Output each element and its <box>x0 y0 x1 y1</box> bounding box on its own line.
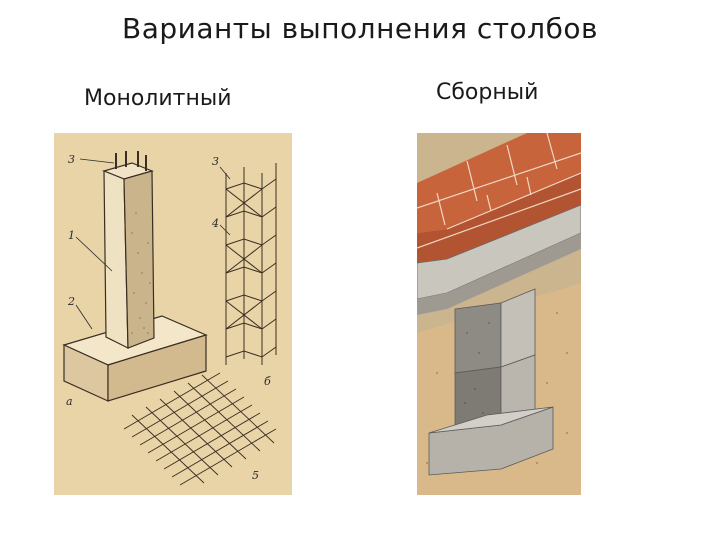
caption-monolithic: Монолитный <box>84 86 232 111</box>
label-1-column: 1 <box>68 229 75 242</box>
label-5-mesh: 5 <box>252 469 259 482</box>
label-b: б <box>264 375 271 388</box>
drawing-background <box>54 133 292 495</box>
ground-texture <box>426 312 568 464</box>
callout-lines <box>75 158 231 330</box>
monolithic-drawing: 3 1 2 а 3 4 б 5 <box>54 133 292 495</box>
label-3-rebar: 3 <box>68 153 75 166</box>
grade-beam <box>417 204 581 315</box>
label-3-cage: 3 <box>212 155 219 168</box>
slide-title: Варианты выполнения столбов <box>122 12 598 45</box>
reinforcement-mesh <box>123 372 277 486</box>
brick-wall <box>417 133 581 263</box>
label-2-footing: 2 <box>67 295 75 308</box>
precast-drawing <box>417 133 581 495</box>
precast-footing <box>428 406 554 476</box>
caption-precast: Сборный <box>436 80 539 105</box>
monolithic-column-illustration: 3 1 2 а 3 4 б 5 <box>54 133 292 495</box>
label-4-stirrup: 4 <box>211 217 219 230</box>
precast-column-illustration <box>417 133 581 495</box>
reinforcement-cage <box>225 163 277 365</box>
label-a: а <box>66 395 73 408</box>
column-shaft <box>102 151 155 349</box>
